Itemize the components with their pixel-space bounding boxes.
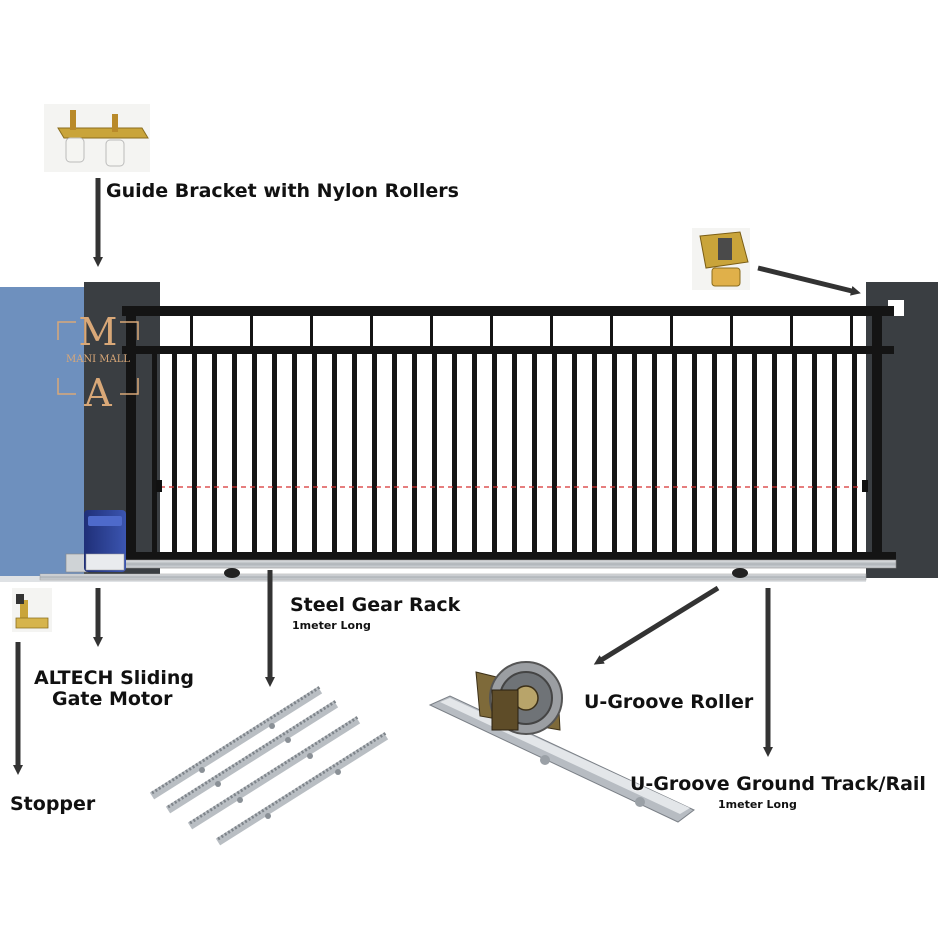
label-track: U-Groove Ground Track/Rail [630, 773, 926, 795]
gate-vertical-bar [432, 354, 437, 552]
gate-vertical-bar [352, 354, 357, 552]
logo-letter-m: M [79, 310, 118, 354]
gate-upper-post [490, 316, 493, 346]
gate-vertical-bar [792, 354, 797, 552]
gear-rack-bar [218, 733, 386, 842]
gate-vertical-bar [292, 354, 297, 552]
safety-sensor-left [156, 480, 162, 492]
stopper-image [12, 588, 52, 632]
gate-vertical-bar [452, 354, 457, 552]
gate-vertical-bar [492, 354, 497, 552]
sliding-gate [122, 306, 896, 560]
gate-vertical-bar [332, 354, 337, 552]
gate-vertical-bar [192, 354, 197, 552]
gear-rack-bar [152, 687, 320, 796]
label-stopper: Stopper [10, 793, 95, 815]
gate-vertical-bar [532, 354, 537, 552]
gate-vertical-bars [152, 354, 857, 552]
gate-upper-post [430, 316, 433, 346]
label-u-roller: U-Groove Roller [584, 691, 753, 713]
label-motor-line2: Gate Motor [52, 688, 172, 710]
label-motor-line1: ALTECH Sliding [34, 667, 194, 689]
gate-vertical-bar [772, 354, 777, 552]
gate-vertical-bar [312, 354, 317, 552]
gate-vertical-bar [212, 354, 217, 552]
gate-upper-post [550, 316, 553, 346]
gate-top-rail [122, 306, 894, 316]
gate-vertical-bar [392, 354, 397, 552]
gate-vertical-bar [572, 354, 577, 552]
gate-vertical-bar [592, 354, 597, 552]
gate-vertical-bar [652, 354, 657, 552]
gate-upper-posts [190, 316, 853, 346]
gate-bottom-rail [124, 552, 896, 560]
gate-upper-post [190, 316, 193, 346]
gate-vertical-bar [632, 354, 637, 552]
gear-racks-image [152, 687, 386, 842]
latch-bracket-image [692, 228, 750, 290]
gate-wheel-right [732, 568, 748, 578]
safety-sensor-right [862, 480, 868, 492]
logo-brand: MANI MALL [66, 354, 130, 365]
gate-vertical-bar [232, 354, 237, 552]
gate-upper-post [670, 316, 673, 346]
gate-vertical-bar [552, 354, 557, 552]
gate-vertical-bar [512, 354, 517, 552]
gate-vertical-bar [752, 354, 757, 552]
label-guide-bracket: Guide Bracket with Nylon Rollers [106, 180, 459, 202]
gate-vertical-bar [832, 354, 837, 552]
guide-bracket-image [44, 104, 150, 172]
gate-base-rack [122, 560, 896, 568]
gate-vertical-bar [272, 354, 277, 552]
gate-left-stile [126, 306, 136, 560]
gate-mid-rail [122, 346, 894, 354]
gate-upper-post [850, 316, 853, 346]
gate-vertical-bar [852, 354, 857, 552]
arrow-u-roller [598, 588, 718, 662]
arrow-latch-bracket [758, 268, 856, 292]
gate-vertical-bar [612, 354, 617, 552]
label-gear-rack-note: 1meter Long [292, 619, 371, 632]
gate-vertical-bar [152, 354, 157, 552]
gate-vertical-bar [372, 354, 377, 552]
gate-upper-post [610, 316, 613, 346]
gate-vertical-bar [812, 354, 817, 552]
gate-vertical-bar [692, 354, 697, 552]
gate-right-stile [872, 306, 882, 560]
gate-vertical-bar [672, 354, 677, 552]
gate-upper-post [730, 316, 733, 346]
gate-vertical-bar [712, 354, 717, 552]
gate-vertical-bar [412, 354, 417, 552]
gate-upper-post [250, 316, 253, 346]
gate-vertical-bar [732, 354, 737, 552]
logo-letter-a: A [83, 371, 112, 415]
gate-vertical-bar [172, 354, 177, 552]
gate-vertical-bar [472, 354, 477, 552]
label-track-note: 1meter Long [718, 798, 797, 811]
gate-wheel-left [224, 568, 240, 578]
gate-upper-post [310, 316, 313, 346]
gate-vertical-bar [252, 354, 257, 552]
label-gear-rack: Steel Gear Rack [290, 594, 460, 616]
gate-upper-post [790, 316, 793, 346]
gate-upper-post [370, 316, 373, 346]
wall [0, 287, 86, 577]
u-groove-track-image [430, 696, 694, 822]
